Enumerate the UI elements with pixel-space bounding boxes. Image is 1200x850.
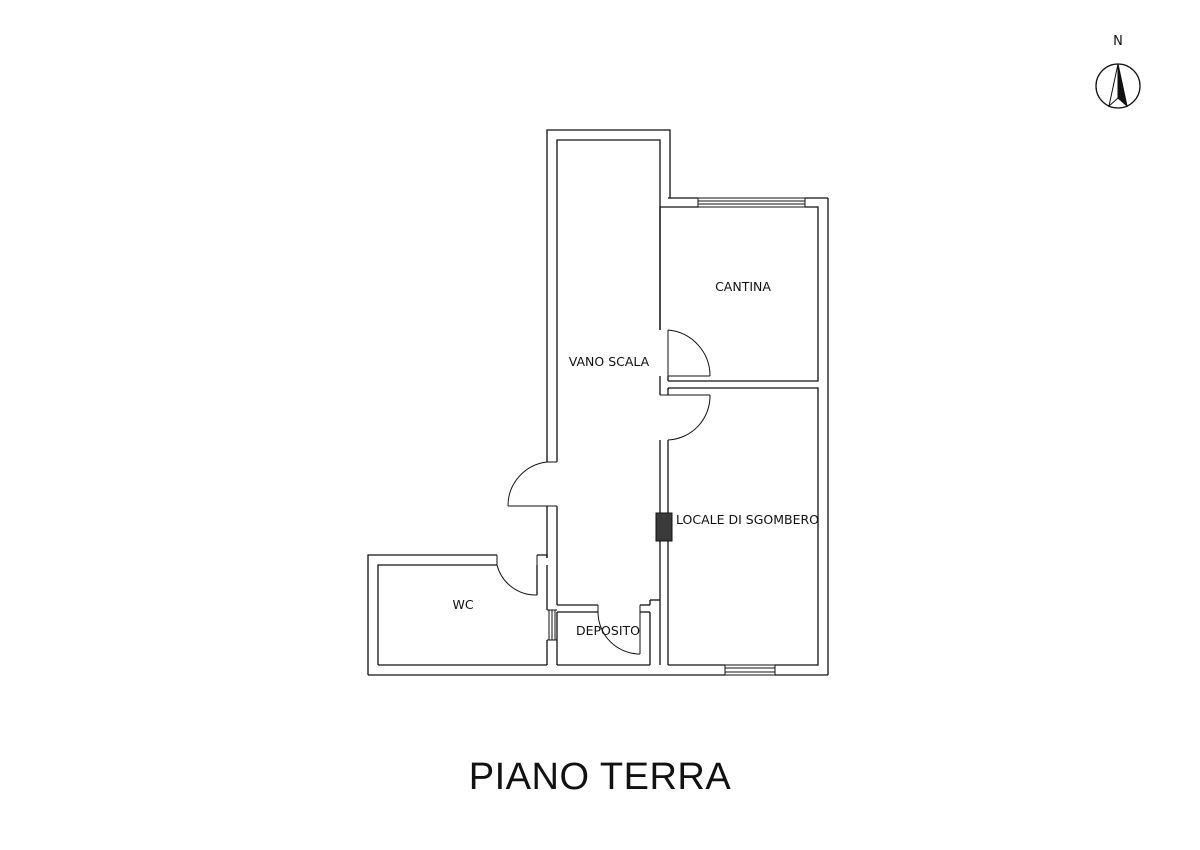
door-wc [496,555,538,596]
wc-window [547,609,557,641]
room-label-deposito: DEPOSITO [576,623,640,638]
door-cantina [667,329,711,377]
deposito-walls [556,599,661,666]
room-label-wc: WC [452,597,473,612]
structural-column [655,512,673,542]
room-label-locale: LOCALE DI SGOMBERO [676,512,819,527]
wc-walls [367,554,558,675]
locale-window [724,664,776,676]
door-stair-exterior [507,461,557,507]
room-label-vano-scala: VANO SCALA [569,354,650,369]
door-deposito [597,605,641,655]
room-label-cantina: CANTINA [715,279,771,294]
cantina-window [697,197,806,208]
cantina-walls [659,197,829,675]
north-label: N [1113,34,1123,49]
door-locale [660,394,711,441]
floor-title: PIANO TERRA [468,756,732,798]
north-arrow-icon [1095,63,1141,109]
